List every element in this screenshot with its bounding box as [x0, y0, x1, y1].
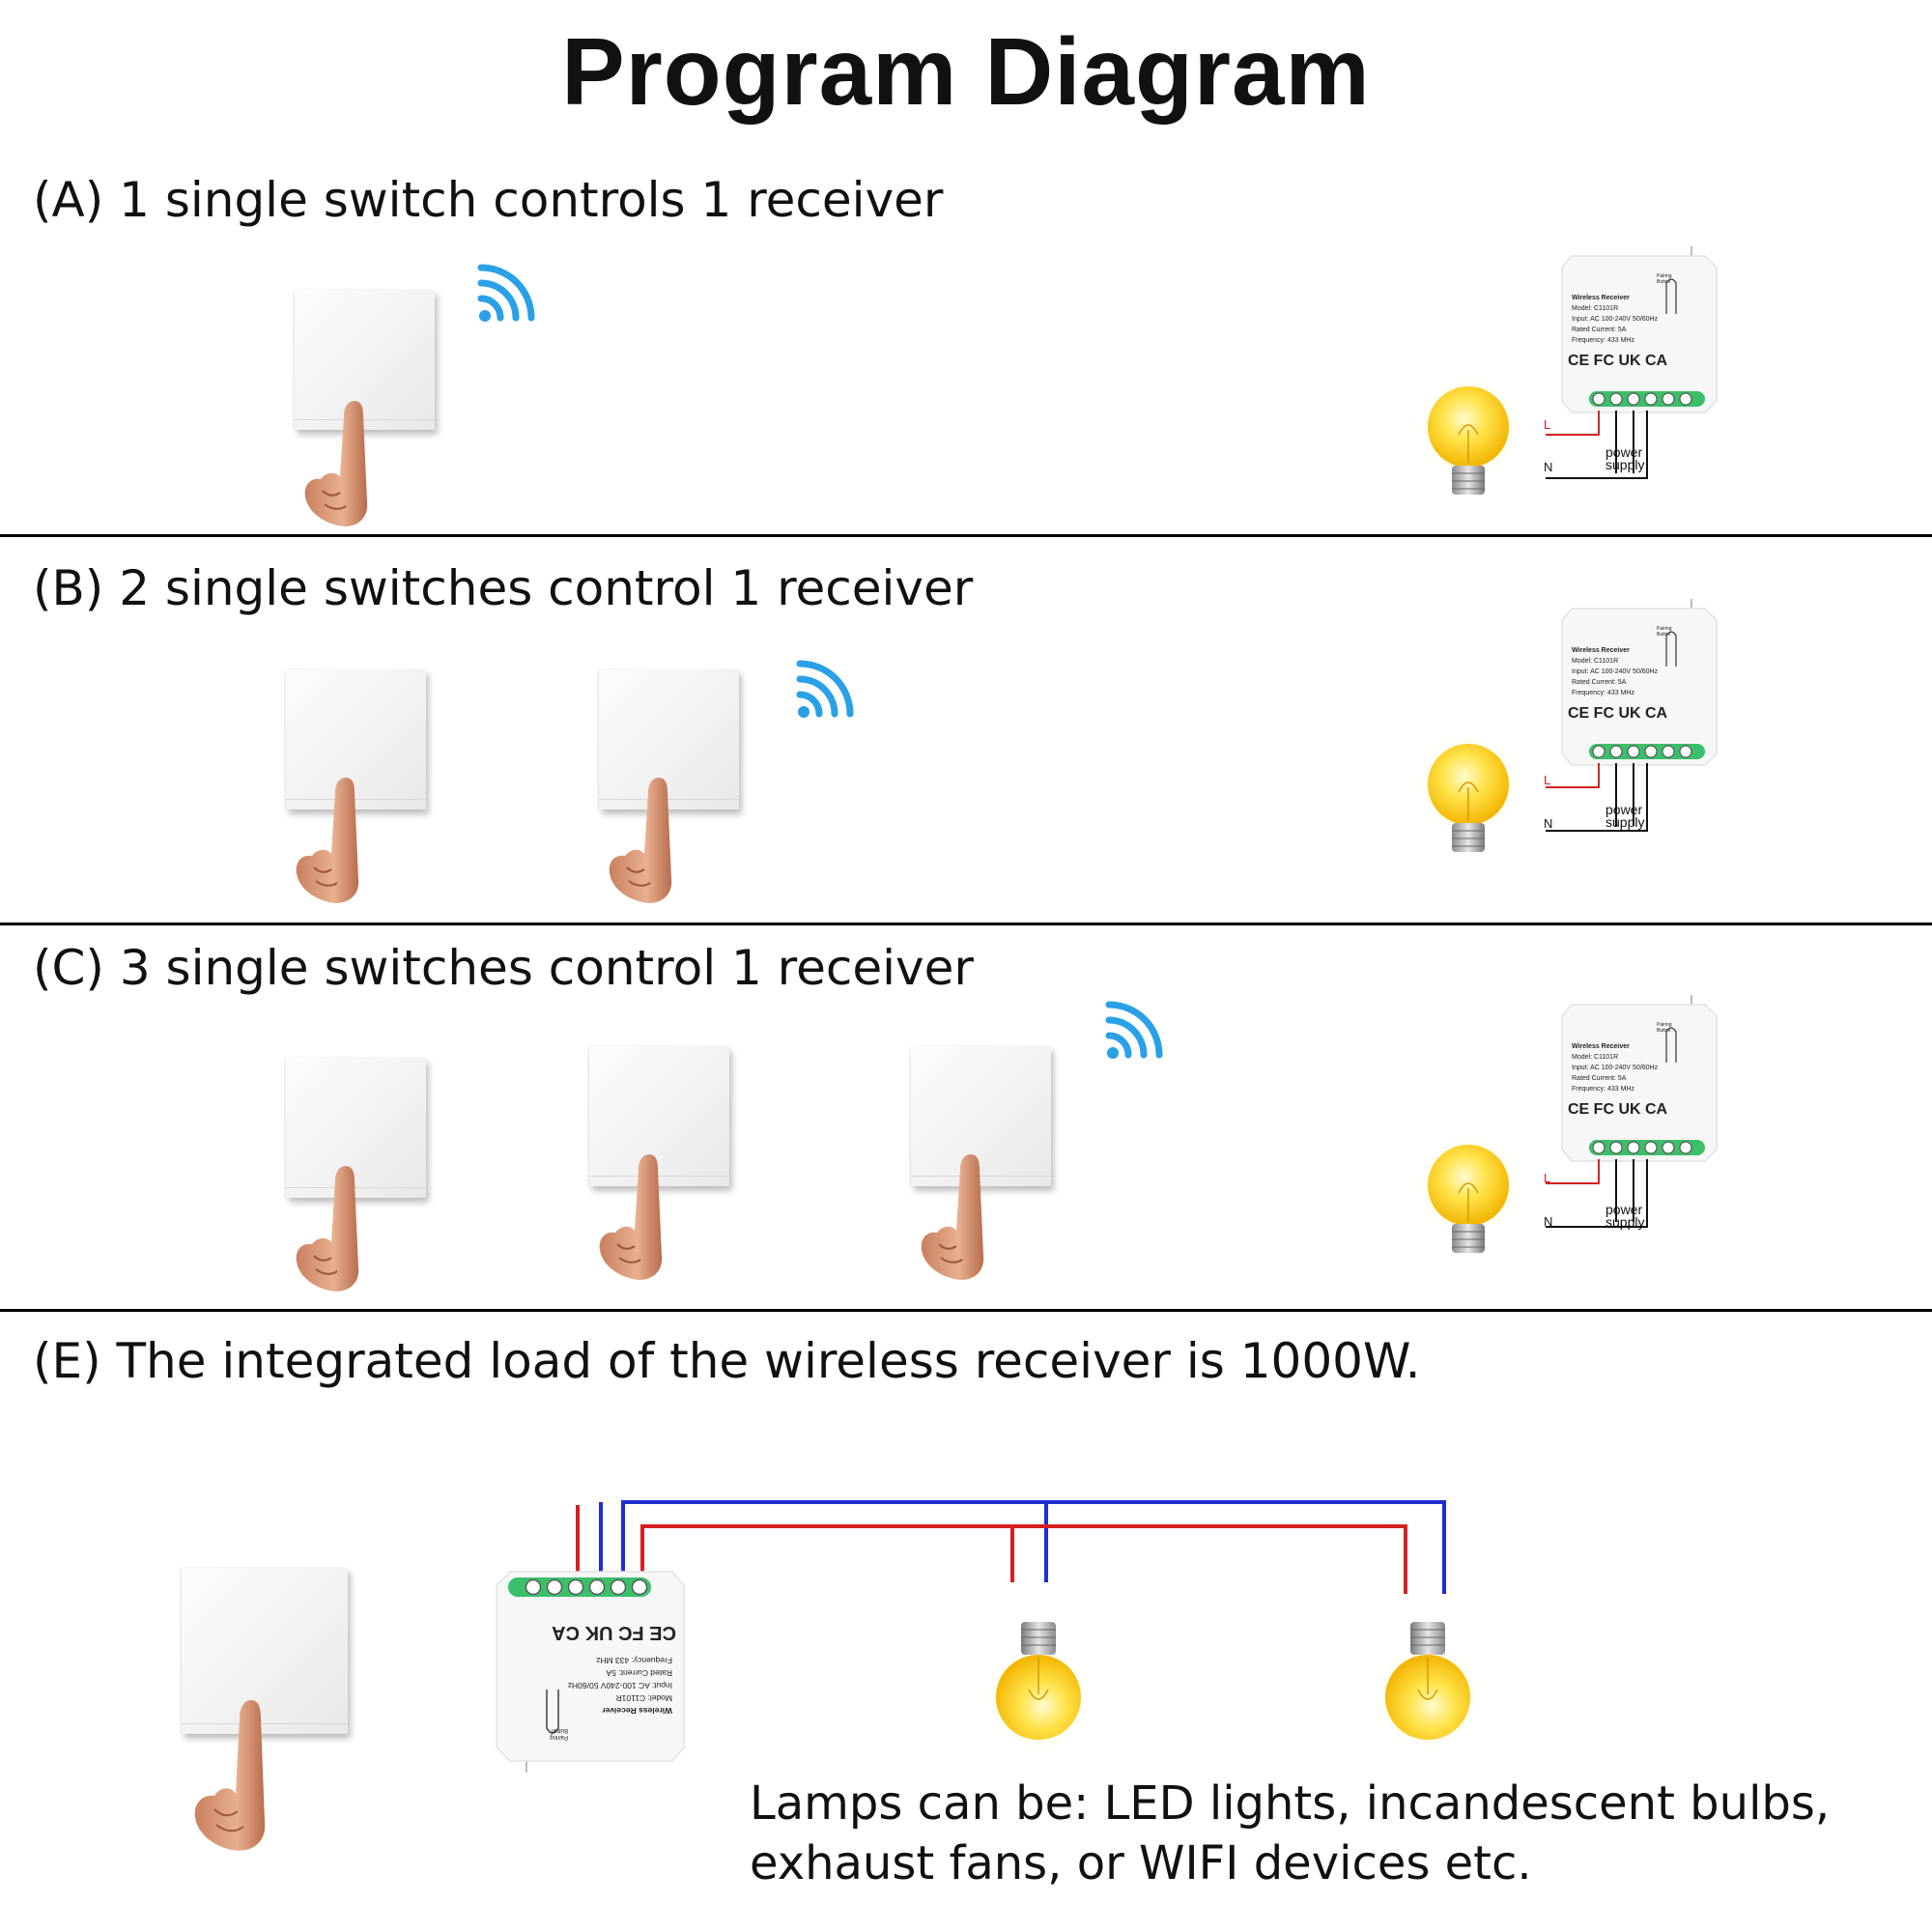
pairing-button-label: Pairing Button	[1657, 1022, 1672, 1034]
hand-icon	[921, 1154, 984, 1280]
receiver-input: Input: AC 100-240V 50/60Hz	[1572, 668, 1659, 675]
wiring-c	[1546, 1159, 1648, 1228]
hand-icon	[599, 1154, 663, 1280]
pairing-button-label: Pairing Button	[1657, 273, 1672, 285]
receiver-name: Wireless Receiver	[1572, 295, 1630, 301]
receiver-model: Model: C1101R	[615, 1693, 672, 1703]
receiver-name: Wireless Receiver	[1572, 1043, 1630, 1050]
wiring-e	[576, 1500, 1446, 1594]
section-divider	[0, 1309, 1932, 1312]
receiver-frequency: Frequency: 433 MHz	[596, 1656, 672, 1665]
receiver-input: Input: AC 100-240V 50/60Hz	[567, 1681, 672, 1690]
section-a-title: (A) 1 single switch controls 1 receiver	[33, 172, 944, 228]
wireless-receiver-c: Pairing Button Wireless Receiver Model: …	[1560, 995, 1719, 1169]
wall-switch-c3[interactable]	[911, 1046, 1051, 1186]
wireless-receiver-e: Pairing Button Wireless Receiver Model: …	[493, 1560, 686, 1773]
live-label: L	[1544, 417, 1551, 432]
page-title: Program Diagram	[561, 18, 1371, 125]
wireless-signal-icon	[796, 660, 854, 718]
hand-icon	[194, 1700, 266, 1851]
certification-marks: CE FC UK CA	[1568, 1101, 1668, 1118]
certification-marks: CE FC UK CA	[552, 1622, 676, 1643]
pairing-button-label: Pairing Button	[550, 1727, 568, 1740]
wall-switch-c2[interactable]	[589, 1046, 729, 1186]
light-bulb-icon	[984, 1622, 1093, 1751]
live-label: L	[1544, 773, 1551, 787]
wireless-receiver-a: Pairing Button Wireless Receiver Model: …	[1560, 246, 1719, 420]
hand-icon	[609, 778, 672, 903]
wiring-a	[1546, 411, 1648, 479]
neutral-label: N	[1544, 460, 1553, 474]
section-e-title: (E) The integrated load of the wireless …	[33, 1333, 1421, 1389]
certification-marks: CE FC UK CA	[1568, 705, 1668, 722]
neutral-label: N	[1544, 1214, 1553, 1229]
receiver-model: Model: C1101R	[1572, 1054, 1619, 1061]
receiver-frequency: Frequency: 433 MHz	[1572, 690, 1634, 696]
hand-icon	[296, 778, 359, 903]
wall-switch-a1[interactable]	[295, 290, 435, 430]
neutral-label: N	[1544, 816, 1553, 831]
wall-switch-b1[interactable]	[286, 669, 426, 810]
receiver-model: Model: C1101R	[1572, 658, 1619, 665]
lamp-types-note: Lamps can be: LED lights, incandescent b…	[750, 1774, 1830, 1893]
light-bulb-icon	[1416, 1133, 1520, 1253]
receiver-input: Input: AC 100-240V 50/60Hz	[1572, 316, 1659, 323]
receiver-input: Input: AC 100-240V 50/60Hz	[1572, 1065, 1659, 1071]
lamp-types-note-line2: exhaust fans, or WIFI devices etc.	[750, 1836, 1532, 1890]
light-bulb-icon	[1374, 1622, 1482, 1751]
receiver-rated-current: Rated Current: 5A	[1572, 679, 1627, 686]
wireless-receiver-b: Pairing Button Wireless Receiver Model: …	[1560, 599, 1719, 773]
receiver-name: Wireless Receiver	[602, 1706, 672, 1716]
wall-switch-b2[interactable]	[599, 669, 739, 810]
receiver-frequency: Frequency: 433 MHz	[1572, 1086, 1634, 1093]
light-bulb-icon	[1416, 732, 1520, 852]
receiver-frequency: Frequency: 433 MHz	[1572, 337, 1634, 344]
section-divider	[0, 534, 1932, 537]
receiver-rated-current: Rated Current: 5A	[1572, 1075, 1627, 1082]
wall-switch-c1[interactable]	[286, 1058, 426, 1198]
wall-switch-e1[interactable]	[182, 1568, 348, 1734]
hand-icon	[304, 401, 368, 526]
light-bulb-icon	[1416, 375, 1520, 495]
wireless-signal-icon	[477, 264, 535, 322]
section-divider	[0, 923, 1932, 925]
wireless-signal-icon	[1105, 1001, 1163, 1059]
lamp-types-note-line1: Lamps can be: LED lights, incandescent b…	[750, 1776, 1831, 1831]
receiver-rated-current: Rated Current: 5A	[606, 1668, 672, 1678]
receiver-name: Wireless Receiver	[1572, 647, 1630, 654]
pairing-button-label: Pairing Button	[1657, 626, 1672, 638]
section-c-title: (C) 3 single switches control 1 receiver	[33, 940, 974, 996]
section-b-title: (B) 2 single switches control 1 receiver	[33, 560, 974, 616]
wiring-b	[1546, 763, 1648, 832]
receiver-model: Model: C1101R	[1572, 305, 1619, 312]
receiver-rated-current: Rated Current: 5A	[1572, 327, 1627, 333]
hand-icon	[296, 1166, 359, 1292]
live-label: L	[1544, 1171, 1551, 1185]
certification-marks: CE FC UK CA	[1568, 353, 1668, 369]
